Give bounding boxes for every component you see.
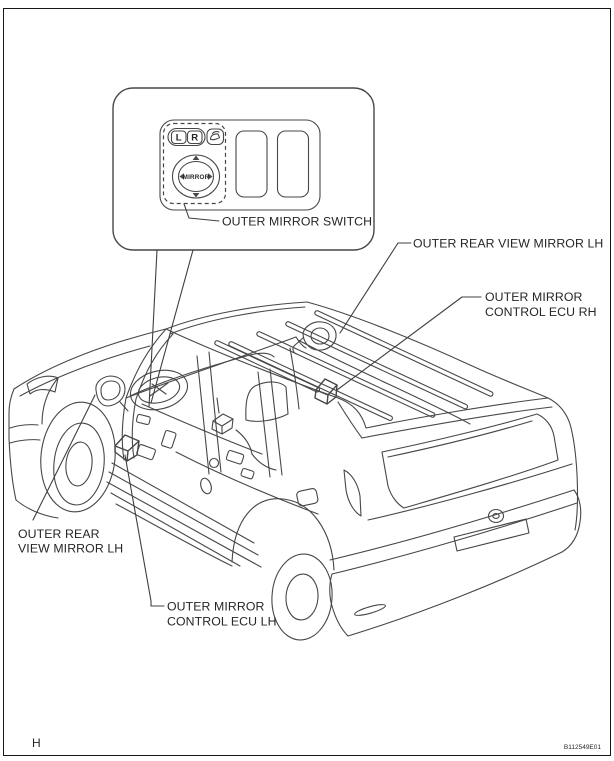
leader-ecu-lh: [124, 454, 165, 607]
footer: H B112549E01: [32, 736, 601, 751]
leader-outer-mirror-switch: [183, 203, 220, 222]
license-plate-recess: [453, 518, 530, 552]
headlight: [26, 375, 59, 395]
label-ecu-rh-line2: CONTROL ECU RH: [485, 305, 597, 319]
roof-ribs: [214, 310, 494, 421]
arrow-up-icon: [192, 155, 200, 160]
label-mirror-lh-line2: VIEW MIRROR LH: [18, 542, 123, 556]
brand-emblem: [487, 508, 505, 524]
arrow-right-icon: [208, 173, 213, 180]
outer-mirror-switch-outline: [162, 122, 227, 205]
outer-mirror-control-ecu-lh-part: [114, 434, 140, 462]
outer-rear-view-mirror-rh: [292, 321, 337, 355]
mirror-fold-icon: [209, 130, 221, 141]
leader-ecu-rh: [336, 296, 482, 391]
label-ecu-lh-line2: CONTROL ECU LH: [167, 615, 277, 629]
rear-window: [381, 413, 559, 509]
blank-switch-1: [235, 130, 268, 198]
label-outer-rear-view-mirror-top: OUTER REAR VIEW MIRROR LH: [413, 237, 603, 251]
callout-pointer-left: [148, 249, 158, 408]
leader-lines: [32, 203, 482, 607]
section-letter: H: [32, 736, 41, 750]
right-select-label: R: [191, 133, 198, 144]
outer-rear-view-mirror-lh: [95, 375, 129, 412]
dashboard: [129, 352, 319, 515]
right-select-button: [186, 130, 203, 145]
rear-wheel: [231, 498, 335, 641]
tail-lamp: [343, 469, 362, 517]
callout-box: [112, 87, 375, 251]
vehicle-illustration: [8, 301, 582, 641]
switch-callout: L R MIRROR: [112, 87, 375, 251]
labels: OUTER MIRROR SWITCH OUTER REAR VIEW MIRR…: [18, 215, 603, 629]
leader-mirror-lh: [32, 394, 96, 521]
label-ecu-rh-line1: OUTER MIRROR: [485, 290, 583, 304]
arrow-down-icon: [192, 193, 200, 198]
steering-wheel: [129, 369, 189, 411]
front-wheel: [40, 401, 116, 513]
dial-label: MIRROR: [183, 174, 210, 181]
mirror-adjust-dial: [171, 154, 221, 199]
left-select-label: L: [176, 133, 182, 144]
label-outer-mirror-switch: OUTER MIRROR SWITCH: [222, 215, 372, 229]
leader-mirror-top: [339, 242, 412, 334]
label-ecu-lh-line1: OUTER MIRROR: [167, 600, 265, 614]
lr-selector: [167, 127, 206, 147]
outer-mirror-control-ecu-rh-part: [314, 378, 338, 405]
figure-code: B112549E01: [564, 744, 601, 751]
switch-bezel: [159, 119, 321, 211]
mirror-fold-button: [206, 128, 225, 146]
fuel-door: [296, 488, 319, 507]
page-border: [3, 8, 611, 756]
arrow-left-icon: [179, 173, 184, 180]
blank-switch-2: [276, 130, 310, 198]
left-select-button: [170, 130, 187, 145]
label-mirror-lh-line1: OUTER REAR: [18, 527, 100, 541]
callout-pointer-right: [150, 249, 194, 404]
mirror-switch-location: [135, 413, 151, 426]
